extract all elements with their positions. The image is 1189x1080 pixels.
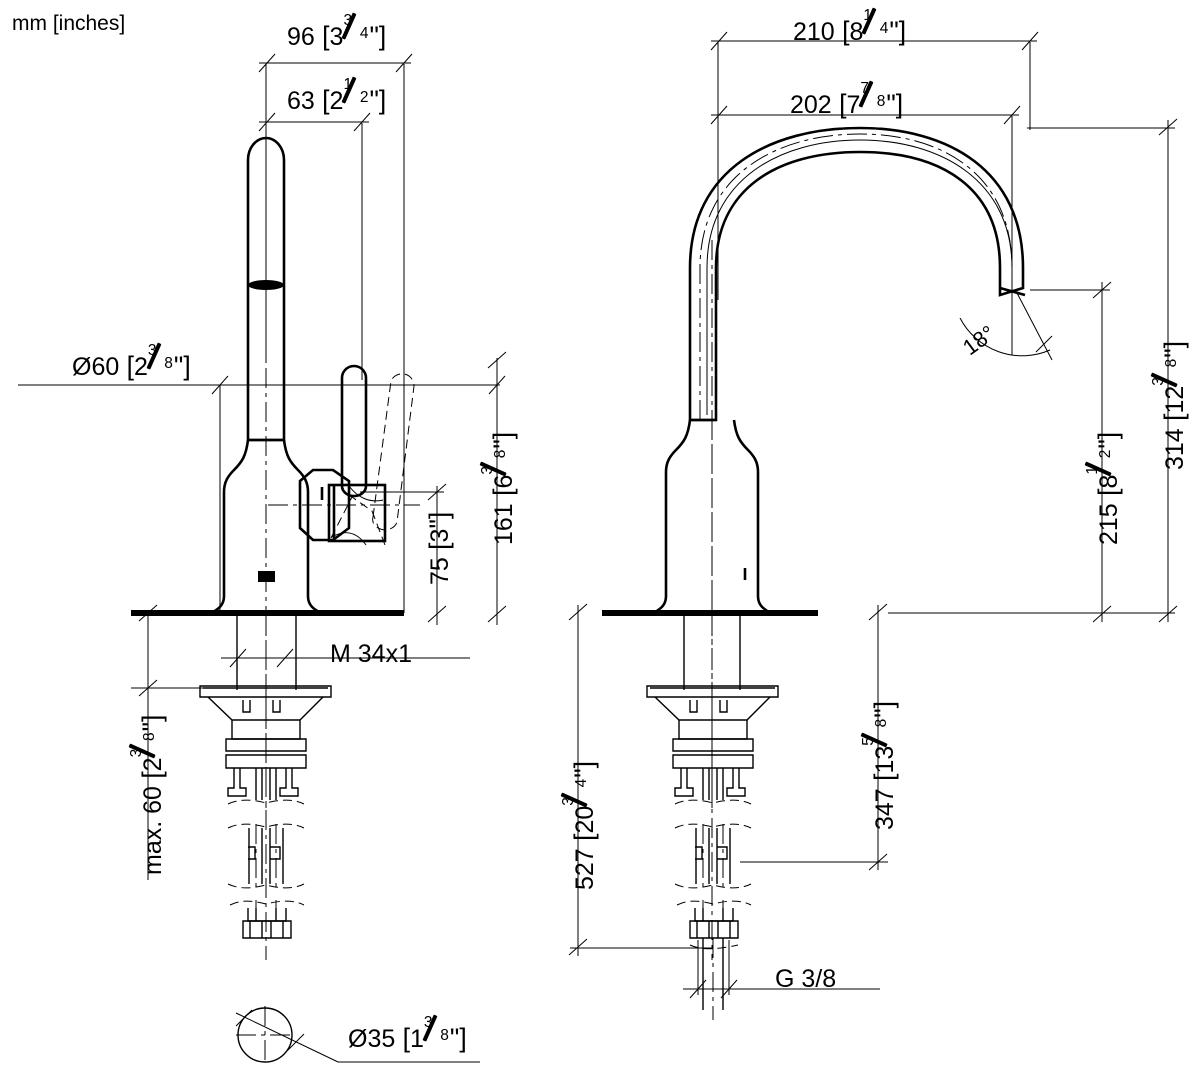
- dim-inch-num-202: 7: [860, 80, 869, 98]
- dim-mm-161: 161: [490, 503, 518, 545]
- dimension-label-75: 75 [3"]: [424, 511, 454, 585]
- dim-inch-whole-max60: 2: [139, 757, 167, 772]
- dimension-label-63: 63 [212"]: [287, 75, 386, 116]
- dim-inch-whole-347: 13: [871, 745, 899, 774]
- diameter-symbol-60: Ø: [72, 353, 92, 381]
- dim-mm-202: 202: [790, 91, 832, 119]
- dim-mm-35: 35: [367, 1025, 396, 1053]
- dim-mm-314: 314: [1161, 428, 1189, 470]
- diameter-symbol-35: Ø: [348, 1025, 368, 1053]
- dim-mm-210: 210: [793, 18, 835, 46]
- right-view-geometry: [602, 126, 1026, 1020]
- dim-inch-whole-210: 8: [849, 18, 864, 46]
- mounting-hardware-right: [646, 685, 779, 808]
- mounting-hardware-left: [199, 685, 332, 808]
- dim-inch-den-60: 8: [164, 354, 173, 372]
- dim-inch-den-max60: 8: [140, 732, 158, 742]
- dim-inch-whole-215: 8: [1095, 474, 1123, 489]
- dim-inch-whole-202: 7: [846, 91, 861, 119]
- dim-inch-den-210: 4: [879, 19, 889, 37]
- dim-inch-den-527: 4: [572, 778, 590, 788]
- hose-detail-right: [674, 823, 752, 890]
- dim-inch-whole-527: 20: [571, 805, 599, 834]
- dim-inch-den-202: 8: [876, 92, 886, 110]
- dim-inch-whole-63: 2: [329, 87, 344, 115]
- dim-mm-96: 96: [287, 23, 315, 51]
- dim-inch-den-63: 2: [359, 88, 369, 106]
- dim-mm-60: 60: [91, 353, 120, 381]
- dim-inch-whole-314: 12: [1161, 385, 1189, 414]
- left-view-dimensions: [18, 53, 507, 1064]
- dim-inch-den-161: 8: [491, 449, 509, 459]
- dim-mm-347: 347: [871, 788, 899, 830]
- connector-detail-right: [676, 900, 752, 1020]
- dim-inch-whole-75: 3: [426, 528, 454, 543]
- dim-prefix-max: max.: [139, 820, 167, 875]
- connector-detail-left: [229, 900, 305, 939]
- dim-mm-75: 75: [426, 557, 454, 585]
- dimension-label-96: 96 [334"]: [287, 11, 386, 52]
- dim-inch-whole-96: 3: [329, 23, 344, 51]
- dim-mm-215: 215: [1095, 503, 1123, 545]
- dim-inch-whole-60: 2: [134, 353, 148, 381]
- left-view-geometry: [131, 130, 420, 960]
- dim-inch-den-347: 8: [872, 718, 890, 728]
- dim-inch-num-210: 1: [863, 7, 872, 25]
- dim-mm-max60: 60: [139, 786, 167, 814]
- dim-inch-den-35: 8: [440, 1026, 449, 1044]
- dim-inch-num-35: 3: [423, 1014, 433, 1032]
- dim-inch-den-215: 2: [1096, 449, 1114, 459]
- dim-inch-whole-35: 1: [410, 1025, 424, 1053]
- unit-note: mm [inches]: [12, 12, 126, 35]
- dim-mm-527: 527: [571, 848, 599, 890]
- right-view-dimensions: [568, 31, 1178, 999]
- thread-label-g38: G 3/8: [775, 965, 837, 993]
- hose-detail-left: [227, 823, 305, 890]
- dim-inch-whole-161: 6: [490, 474, 518, 489]
- dim-inch-num-60: 3: [147, 342, 157, 360]
- dim-inch-den-96: 4: [359, 24, 369, 42]
- thread-label-m34: M 34x1: [330, 640, 412, 668]
- dim-mm-63: 63: [287, 87, 315, 115]
- dim-inch-den-314: 8: [1162, 358, 1180, 368]
